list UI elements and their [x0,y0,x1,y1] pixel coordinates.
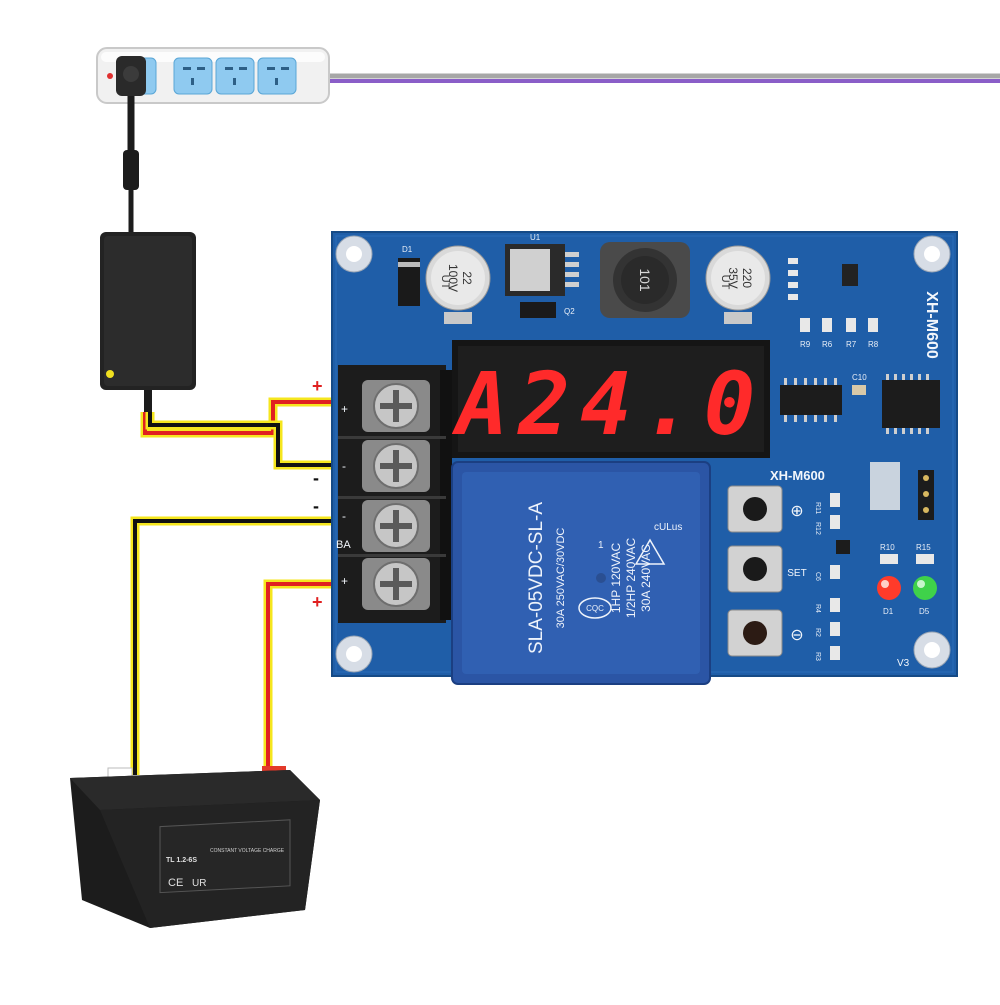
charger-board: D1 22 100V UT U1 Q2 101 [331,231,958,685]
terminal-block [338,365,452,623]
capacitor-2: 220 35V UT [705,245,771,324]
svg-text:R8: R8 [868,340,879,349]
svg-text:220: 220 [740,268,754,288]
button-up-label: ⊕ [790,503,803,520]
svg-text:100V: 100V [446,264,460,292]
svg-text:1: 1 [598,540,604,551]
button-set[interactable] [727,545,783,593]
terminal-label-4: BA [336,539,351,551]
terminal-label-5: + [341,574,348,588]
socket-4-icon [257,57,297,95]
button-set-label: SET [787,568,806,579]
terminal-screw-icon [362,440,430,492]
svg-text:R10: R10 [880,543,895,552]
relay: SLA-05VDC-SL-A 30A 250VAC/30VDC 1HP 120V… [451,461,711,685]
relay-rating-4: 30A 240VAC [639,544,653,612]
ce-mark-icon: CE [168,877,183,889]
svg-text:U1: U1 [530,233,541,242]
display-readout: A24.0 [452,355,766,455]
led-red-icon [877,554,901,600]
header-pins [870,462,934,520]
power-adapter [100,96,196,415]
svg-text:Q2: Q2 [564,307,575,316]
svg-text:R12: R12 [814,522,821,535]
svg-text:D1: D1 [883,607,894,616]
relay-rating-3: 1/2HP 240VAC [624,538,638,619]
battery-plus-label: + [312,592,323,612]
terminal-screw-icon [362,380,430,432]
model-top-label: XH-M600 [770,468,825,483]
regulator-u1: U1 Q2 [505,233,579,318]
relay-rating-1: 30A 250VAC/30VDC [555,528,567,629]
svg-text:C10: C10 [852,373,867,382]
svg-text:C6: C6 [814,572,821,581]
adapter-plus-label: + [312,376,323,396]
svg-text:UT: UT [439,275,451,290]
diode-d1 [398,258,420,306]
button-down-label: ⊖ [790,627,803,644]
relay-rating-2: 1HP 120VAC [609,543,623,614]
button-up[interactable] [727,485,783,533]
terminal-label-2: - [342,459,346,473]
svg-text:R4: R4 [814,604,821,613]
svg-text:CQC: CQC [586,604,604,613]
socket-3-icon [215,57,255,95]
version-label: V3 [897,658,910,669]
svg-text:22: 22 [460,271,474,285]
battery-caption: CONSTANT VOLTAGE CHARGE [210,848,285,854]
svg-text:R9: R9 [800,340,811,349]
svg-text:35V: 35V [726,267,740,288]
terminal-screw-icon [362,558,430,610]
warning-triangle-icon [634,538,666,565]
battery: TL 1.2-6S CONSTANT VOLTAGE CHARGE CE UR [70,766,320,928]
wires [130,397,350,775]
svg-text:R6: R6 [822,340,833,349]
terminal-label-3: - [342,509,346,523]
smd-ic-small [842,264,858,286]
smd-resistors [788,258,878,332]
strip-indicator-icon [107,73,113,79]
battery-model: TL 1.2-6S [166,857,197,864]
q2-component [520,302,556,318]
svg-text:D5: D5 [919,607,930,616]
terminal-screw-icon [362,500,430,552]
ul-mark-icon: cULus [654,522,682,533]
transistor-q1 [836,540,850,554]
svg-text:R15: R15 [916,543,931,552]
power-strip [96,47,1000,104]
svg-text:R2: R2 [814,628,821,637]
svg-text:R3: R3 [814,652,821,661]
seven-segment-display: A24.0 [452,340,770,458]
socket-2-icon [173,57,213,95]
model-side-label: XH-M600 [923,291,940,359]
led-green-icon [913,554,937,600]
battery-minus-label: - [313,496,319,516]
terminal-label-1: + [341,402,348,416]
capacitor-1: 22 100V UT [425,245,491,324]
svg-text:101: 101 [637,268,653,292]
adapter-minus-label: - [313,468,319,488]
ic-chips [780,374,940,434]
silk-d1: D1 [402,245,413,254]
svg-text:R7: R7 [846,340,857,349]
mounting-hole-icon [335,235,951,673]
inductor: 101 [600,242,690,318]
cqc-logo-icon [578,597,612,619]
button-down[interactable] [727,609,783,657]
adapter-led-icon [106,370,114,378]
smd-column [830,493,840,660]
svg-text:R11: R11 [814,502,821,514]
svg-text:UT: UT [719,275,731,290]
relay-model: SLA-05VDC-SL-A [526,502,547,654]
ul-recognized-icon: UR [192,878,206,889]
relay-dot-icon [596,573,606,583]
